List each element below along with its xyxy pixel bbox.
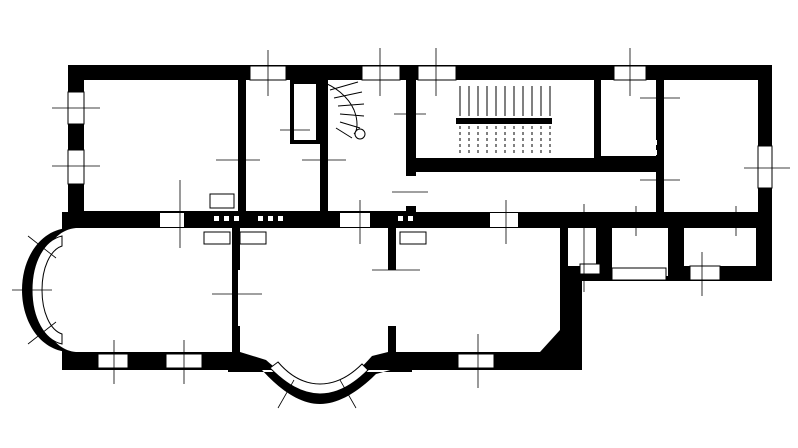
window [579,263,601,275]
radiator [399,231,427,245]
window [611,267,667,281]
main-stair [456,86,552,156]
doors-and-fixtures [160,140,657,326]
stair-newel [354,128,366,140]
radiator [239,231,267,245]
window [457,353,495,369]
window [417,65,457,81]
window [689,265,721,281]
axis-ticks [12,48,790,409]
window [97,353,129,369]
room-northeast [664,80,758,212]
partitions [232,78,664,356]
radiator [203,231,231,245]
window [361,65,401,81]
bay-window [31,235,63,345]
window [67,149,85,185]
radiator [209,193,235,209]
room-lobby-small-c [684,228,756,266]
room-spiral-stair-hall [328,80,406,211]
room-northwest [84,80,238,211]
rooms [38,80,758,388]
corridor [416,172,664,212]
room-west-salon [38,228,232,352]
room-east-salon [396,228,560,352]
spiral-stair [321,81,366,140]
room-center-salon [240,228,388,388]
room-lobby-small-a [568,228,596,266]
window [757,145,773,189]
room-northeast-closet [600,80,656,156]
